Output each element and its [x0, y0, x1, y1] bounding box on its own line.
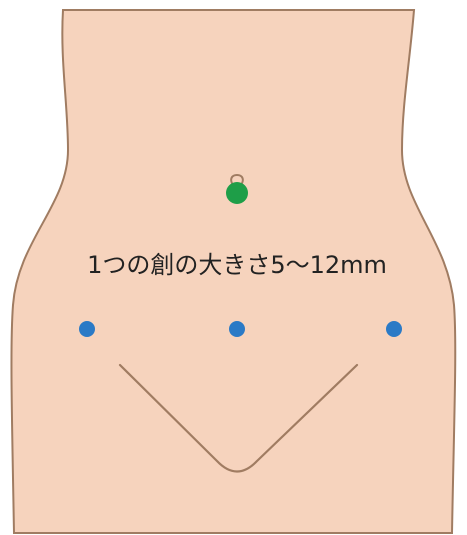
umbilical-port-dot: [226, 182, 248, 204]
left-port-dot: [79, 321, 95, 337]
center-port-dot: [229, 321, 245, 337]
right-port-dot: [386, 321, 402, 337]
wound-size-caption: 1つの創の大きさ5〜12mm: [87, 251, 387, 279]
